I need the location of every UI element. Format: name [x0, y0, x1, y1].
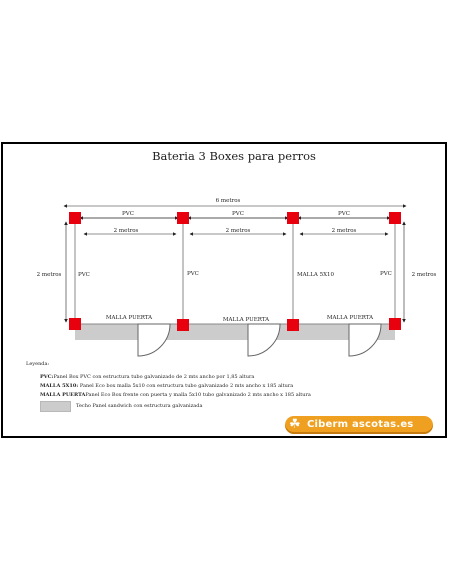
panel-label-divider-2: MALLA 5X10: [297, 272, 335, 278]
post-bottom-3: [287, 319, 299, 331]
panel-label-left: PVC: [78, 272, 90, 278]
legend-item-malla: MALLA 5X10: Panel Eco box malla 5x10 con…: [40, 383, 294, 389]
post-top-1: [69, 212, 81, 224]
legend-item-pvc: PVC:Panel Box PVC con estructura tubo ga…: [40, 374, 255, 380]
paw-icon: ☘: [289, 417, 301, 432]
diagram-title: Bateria 3 Boxes para perros: [152, 149, 316, 163]
post-top-4: [389, 212, 401, 224]
panel-label-top-1: PVC: [122, 211, 134, 217]
ciberm-logo: ☘ Ciberm ascotas.es: [285, 416, 433, 434]
door-box-2: [247, 323, 281, 357]
box-width-label-1: 2 metros: [114, 228, 139, 234]
roof-swatch: [40, 401, 71, 412]
post-bottom-4: [389, 318, 401, 330]
front-label-3: MALLA PUERTA: [327, 315, 374, 321]
panel-label-top-2: PVC: [232, 211, 244, 217]
post-top-2: [177, 212, 189, 224]
box-width-label-3: 2 metros: [332, 228, 357, 234]
door-box-3: [348, 323, 382, 357]
panel-label-right: PVC: [380, 271, 392, 277]
post-bottom-2: [177, 319, 189, 331]
panel-label-top-3: PVC: [338, 211, 350, 217]
logo-text: Ciberm ascotas.es: [307, 419, 414, 430]
depth-right-label: 2 metros: [412, 272, 437, 278]
front-label-2: MALLA PUERTA: [223, 317, 270, 323]
post-bottom-1: [69, 318, 81, 330]
roof-legend-label: Techo Panel sandwich con estructura galv…: [76, 403, 203, 409]
doors: [137, 323, 382, 357]
total-width-label: 6 metros: [216, 198, 241, 204]
box-width-label-2: 2 metros: [226, 228, 251, 234]
depth-left-label: 2 metros: [37, 272, 62, 278]
legend-title: Leyenda:: [26, 361, 50, 367]
posts: [69, 212, 401, 331]
front-label-1: MALLA PUERTA: [106, 315, 153, 321]
legend-item-malla-puerta: MALLA PUERTAPanel Eco Box frente con pue…: [40, 392, 311, 398]
door-box-1: [137, 323, 171, 357]
post-top-3: [287, 212, 299, 224]
panel-label-divider-1: PVC: [187, 271, 199, 277]
